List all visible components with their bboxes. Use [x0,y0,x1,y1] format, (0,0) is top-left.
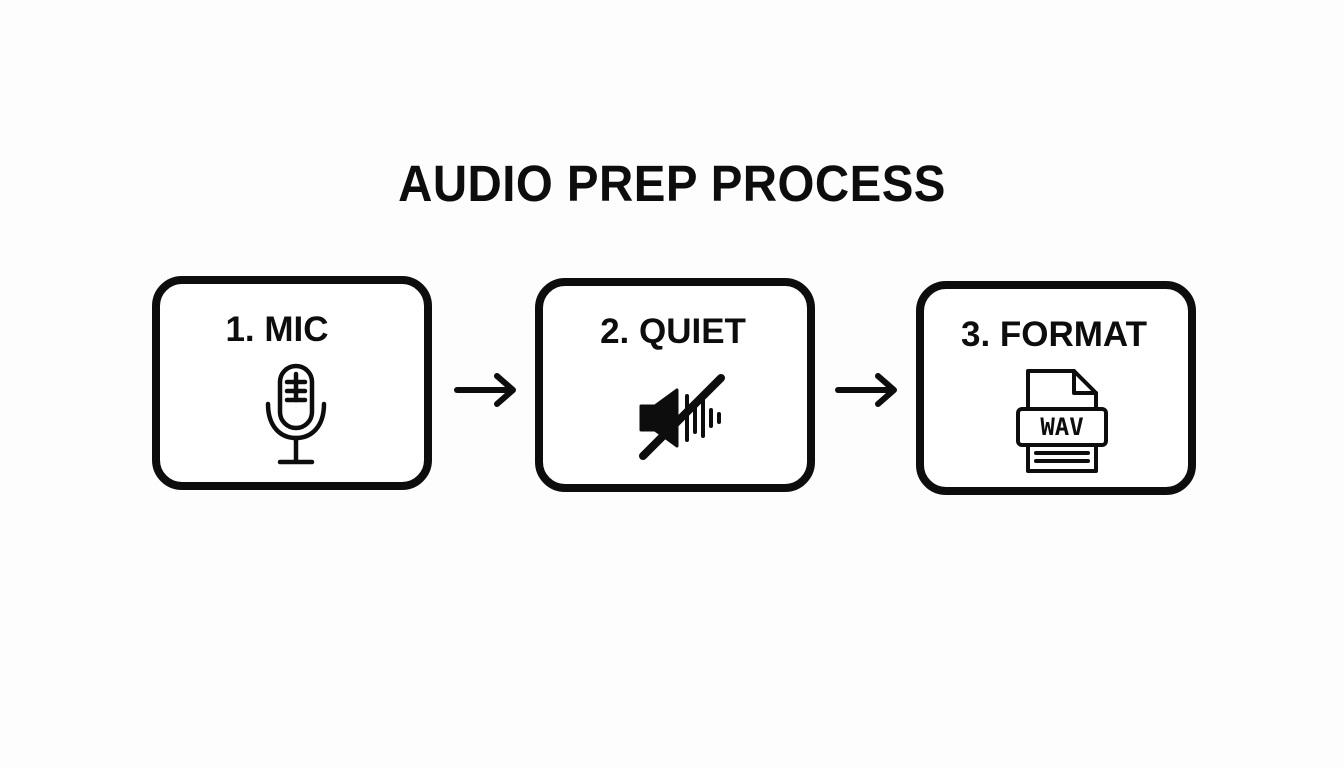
step-1-mic: 1. MIC [152,276,432,490]
wav-badge-text: WAV [1040,413,1084,441]
page-title: AUDIO PREP PROCESS [398,155,946,212]
arrow-right-icon [833,370,903,410]
step-3-format: 3. FORMAT WAV [916,281,1196,495]
step-2-label: 2. QUIET [600,312,746,351]
step-3-label: 3. FORMAT [960,315,1147,354]
step-2-quiet: 2. QUIET [535,278,815,492]
wav-file-icon: WAV [1010,367,1110,479]
step-1-label: 1. MIC [225,310,329,349]
microphone-icon [260,360,332,470]
arrow-right-icon [452,370,522,410]
sound-off-icon [633,370,733,466]
